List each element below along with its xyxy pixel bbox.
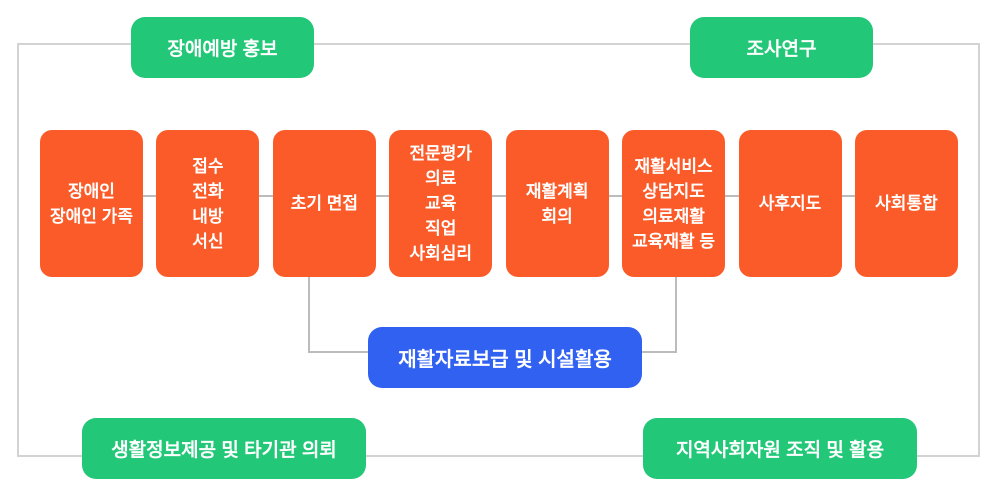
step-initial-interview: 초기 면접 <box>272 130 376 277</box>
pill-community-resource-organization: 지역사회자원 조직 및 활용 <box>643 418 917 479</box>
pill-disability-prevention-promotion: 장애예방 홍보 <box>131 17 314 78</box>
initial-interview-drop-line <box>308 276 310 353</box>
rehab-materials-facility-box: 재활자료보급 및 시설활용 <box>368 327 642 388</box>
pill-life-info-referral: 생활정보제공 및 타기관 의뢰 <box>82 418 366 479</box>
step-social-integration: 사회통합 <box>854 130 958 277</box>
pill-research-study: 조사연구 <box>690 17 873 78</box>
step-intake: 접수 전화 내방 서신 <box>156 130 260 277</box>
step-follow-up: 사후지도 <box>738 130 842 277</box>
step-rehab-services: 재활서비스 상담지도 의료재활 교육재활 등 <box>622 130 726 277</box>
diagram-border-frame <box>17 43 980 457</box>
step-rehab-plan-meeting: 재활계획 회의 <box>505 130 609 277</box>
steps-connector-line <box>90 195 908 197</box>
process-steps-row: 장애인 장애인 가족 접수 전화 내방 서신 초기 면접 전문평가 의료 교육 … <box>40 130 958 277</box>
rehab-services-drop-line <box>675 276 677 353</box>
step-clients: 장애인 장애인 가족 <box>40 130 143 277</box>
step-expert-evaluation: 전문평가 의료 교육 직업 사회심리 <box>389 130 493 277</box>
